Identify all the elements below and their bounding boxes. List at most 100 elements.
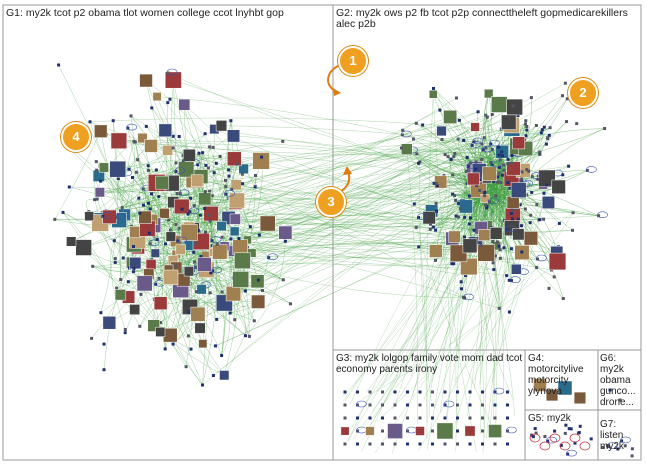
self-loop [224,189,236,197]
self-loop [489,139,501,147]
node [99,311,103,315]
node [536,177,540,181]
edge [157,96,508,164]
edge [418,234,519,451]
self-loop [620,436,631,444]
node-avatar [365,426,375,436]
node [585,168,589,172]
node [406,416,409,420]
node [215,242,219,246]
node [454,214,458,218]
node [224,185,228,189]
node-avatar [573,391,587,405]
edge [175,145,210,164]
edge [469,205,479,233]
node [178,226,182,230]
node [564,423,568,427]
edge [447,149,455,163]
node [506,429,509,433]
node [146,169,150,172]
edge [96,199,156,254]
edge [99,126,476,193]
node [506,157,510,161]
node [93,198,97,202]
node-avatar [159,208,170,219]
node [452,262,456,266]
node [547,286,551,290]
self-loop [472,137,484,145]
node [134,170,138,174]
node [446,155,450,159]
node-avatar [94,124,108,138]
node-avatar [129,304,141,315]
node-avatar [252,152,270,170]
node [186,212,190,216]
node [540,128,544,132]
self-loop [493,387,505,395]
node [510,212,514,215]
node [289,302,292,306]
node [573,441,577,445]
edge [114,160,184,241]
node [116,177,120,180]
group-label-g3: G3: my2k lolgop family vote mom dad tcot… [336,353,523,375]
node [536,257,539,261]
edge [454,152,501,167]
node [177,135,181,138]
node [132,139,136,143]
group-label-g1: G1: my2k tcot p2 obama tlot women colleg… [6,7,284,19]
node [529,96,533,100]
node [578,424,582,428]
node [176,239,180,243]
node [457,118,461,122]
edge [362,261,558,400]
edge [426,94,434,423]
edge [138,169,157,214]
edge [471,184,547,385]
node-avatar [506,195,520,209]
node-avatar [180,224,198,241]
node [525,125,529,128]
edge [479,190,505,390]
node [164,242,167,246]
node [147,201,150,205]
edge [381,162,471,387]
node [102,342,106,346]
node [163,347,167,351]
edge [228,123,526,219]
group-label-g7: G7: listen my2k [600,419,624,452]
node-avatar [506,161,521,176]
node [120,206,124,210]
edge [132,177,157,254]
node [203,190,207,194]
node [144,124,148,128]
node [548,126,552,130]
node [343,442,347,446]
node [443,390,447,394]
node [227,174,231,178]
edge [233,135,419,164]
edge [228,141,475,296]
edge [391,266,470,410]
edge [189,164,238,273]
node [146,164,150,168]
node [400,133,404,137]
node [571,228,574,232]
node [206,166,210,170]
node [356,416,359,420]
node [204,230,207,234]
node [417,161,420,165]
node [456,403,459,407]
node [356,403,359,407]
node-avatar [194,322,206,334]
group-label-g4: G4: motorcitylive motorcity yiynova [528,353,584,397]
node-avatar [229,192,245,209]
edge [184,104,226,187]
node [127,167,131,171]
node-avatar [138,210,152,224]
node [468,416,472,420]
node [418,416,422,420]
node-avatar [251,294,266,309]
node [157,195,161,199]
node-avatar [557,380,573,396]
